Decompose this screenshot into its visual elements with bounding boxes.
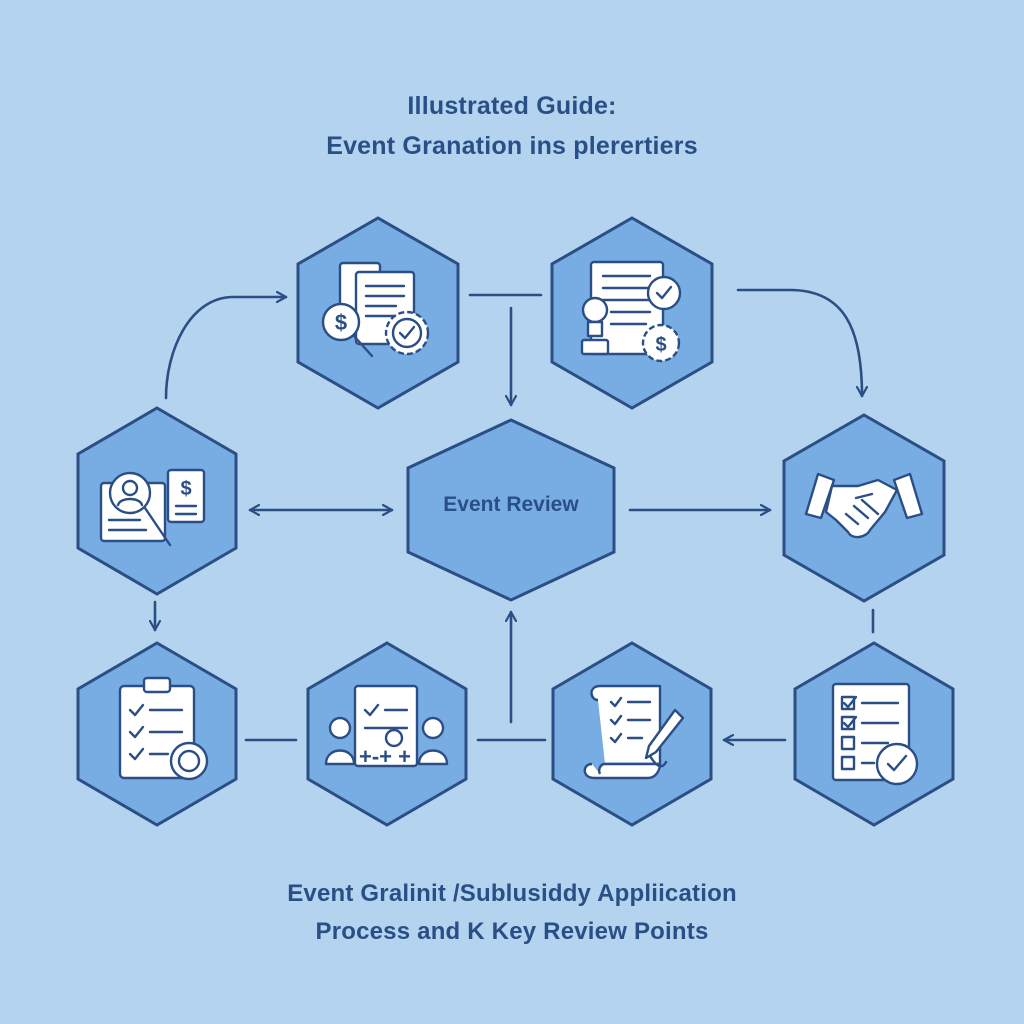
- title-line-1: Illustrated Guide:: [407, 92, 617, 120]
- title-line-2: Event Granation ins plerertiers: [326, 132, 698, 160]
- handshake-icon: [804, 472, 924, 539]
- hexagon-node-top-right[interactable]: $: [550, 216, 714, 410]
- hexagon-node-bottom-4[interactable]: [793, 641, 955, 827]
- hexagon-node-middle-left[interactable]: $: [76, 406, 238, 596]
- hexagon-node-bottom-2[interactable]: +-+ +: [306, 641, 468, 827]
- footer-line-1: Event Gralinit /Sublusiddy Appliication: [287, 880, 737, 907]
- team-calculation-icon: +-+ +: [324, 684, 449, 769]
- document-lightbulb-gear-icon: $: [580, 260, 682, 363]
- svg-text:+-+ +: +-+ +: [359, 744, 411, 769]
- connector-left-to-topleft: [164, 297, 288, 400]
- hexagon-node-middle-right[interactable]: [782, 413, 946, 603]
- scroll-pen-icon: [583, 684, 685, 780]
- svg-text:$: $: [180, 478, 191, 500]
- connector-topright-to-right: [736, 288, 862, 398]
- clipboard-checklist-icon: [118, 676, 209, 781]
- svg-text:$: $: [655, 334, 666, 356]
- checklist-approval-icon: [831, 682, 919, 786]
- center-node-label: Event Review: [443, 493, 579, 516]
- hexagon-node-top-left[interactable]: $: [296, 216, 460, 410]
- connectors: [155, 288, 875, 740]
- center-node-event-review[interactable]: Event Review: [406, 418, 616, 602]
- hexagon-node-bottom-3[interactable]: [551, 641, 713, 827]
- applicant-search-dollar-icon: $: [99, 468, 206, 547]
- hexagon-node-bottom-1[interactable]: [76, 641, 238, 827]
- svg-text:$: $: [335, 310, 347, 335]
- footer-line-2: Process and K Key Review Points: [315, 918, 709, 945]
- document-dollar-gear-icon: $: [321, 261, 430, 358]
